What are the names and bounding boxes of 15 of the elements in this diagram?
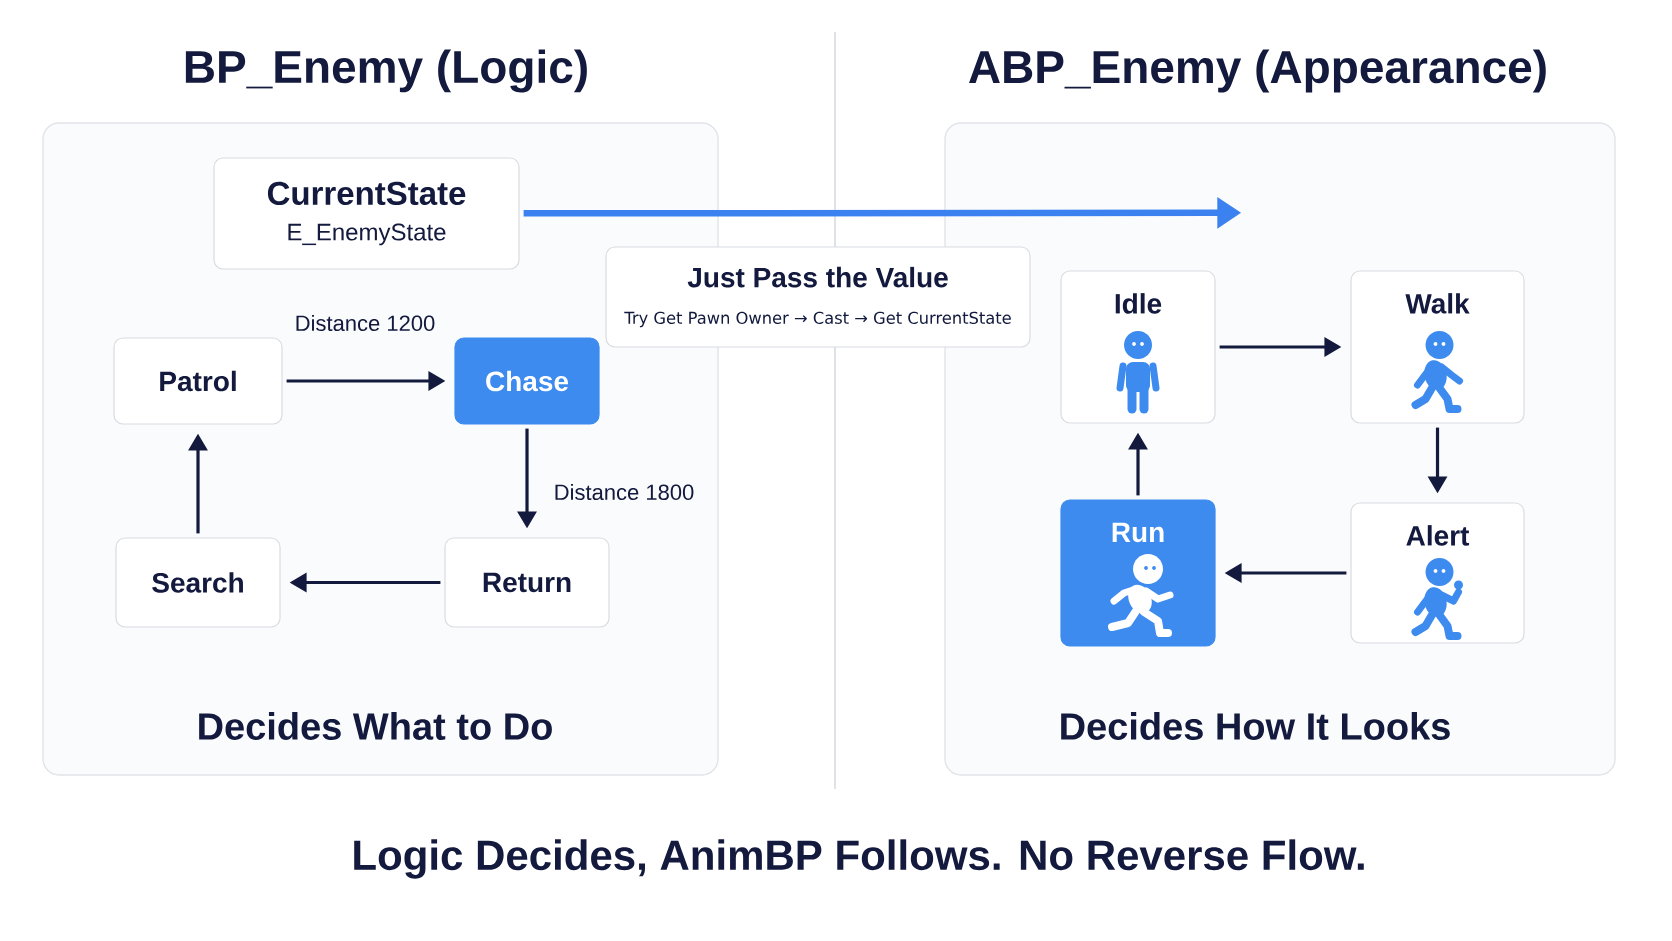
panel-heading: BP_Enemy (Logic) bbox=[185, 49, 587, 93]
state-box: Run bbox=[1060, 499, 1216, 647]
variable-box: CurrentState E_EnemyState bbox=[213, 157, 520, 270]
panel-heading: ABP_Enemy (Appearance) bbox=[969, 49, 1546, 93]
state-box: Patrol bbox=[113, 337, 283, 425]
state-box: Search bbox=[115, 537, 281, 628]
state-box: Alert bbox=[1350, 502, 1525, 644]
state-box: Return bbox=[444, 537, 610, 628]
state-box: Idle bbox=[1060, 270, 1216, 424]
caption: Logic Decides, AnimBP Follows. No Reverse Flow. bbox=[354, 839, 1364, 879]
state-box: Walk bbox=[1350, 270, 1525, 424]
state-box: Chase bbox=[454, 337, 600, 425]
panel-subtitle: Decides What to Do bbox=[199, 712, 552, 740]
panel-subtitle: Decides How It Looks bbox=[1061, 712, 1450, 740]
note-box: Just Pass the Value Try Get Pawn Owner → Cast → Get CurrentState bbox=[605, 246, 1031, 348]
